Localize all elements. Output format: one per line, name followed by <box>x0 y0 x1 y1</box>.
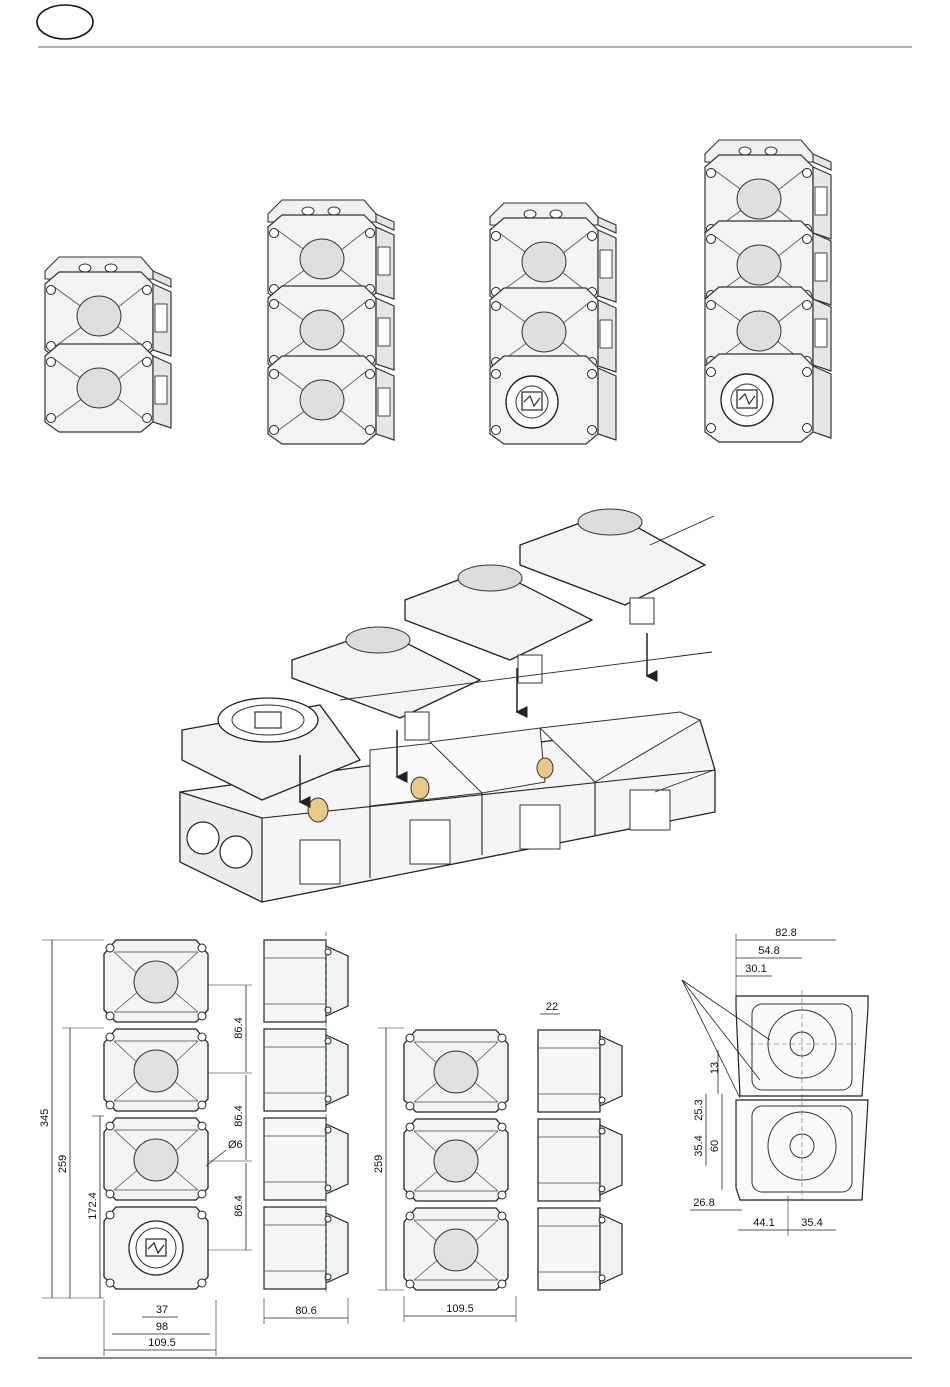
dim-three-height: 259 <box>373 1155 385 1173</box>
page-header <box>37 5 912 47</box>
dim-height-total: 345 <box>39 1109 51 1127</box>
dim-mount-60: 60 <box>709 1140 721 1152</box>
dim-mount-35-4-v: 35.4 <box>693 1135 705 1156</box>
dim-mount-25-3: 25.3 <box>693 1099 705 1120</box>
variant-two-lens <box>45 257 171 432</box>
dim-base-inner: 37 <box>156 1304 168 1316</box>
dim-mount-13: 13 <box>709 1062 721 1074</box>
dim-mount-44-1: 44.1 <box>753 1217 774 1229</box>
dim-base-width: 109.5 <box>148 1337 176 1349</box>
side-view-four-module: 80.6 <box>264 932 348 1324</box>
front-view-three-module: 259 109.5 <box>373 1028 516 1322</box>
variant-three-lens-sounder <box>705 140 831 442</box>
variant-two-lens-sounder <box>490 203 616 444</box>
dim-mount-35-4-h: 35.4 <box>801 1217 822 1229</box>
dim-mount-mid-width: 54.8 <box>758 945 779 957</box>
dim-top-offset: 22 <box>546 1001 558 1013</box>
front-view-four-module: 345 259 172.4 86.4 86.4 86.4 Ø6 37 98 10… <box>39 940 252 1356</box>
dim-base-mid: 98 <box>156 1321 168 1333</box>
exploded-assembly <box>180 509 715 902</box>
mounting-plan: 82.8 54.8 30.1 13 25.3 35.4 60 26.8 44.1… <box>682 927 868 1236</box>
variant-three-lens <box>268 200 394 444</box>
dim-side-depth: 80.6 <box>295 1305 316 1317</box>
dim-module-2: 86.4 <box>233 1105 245 1126</box>
dim-mount-small-width: 30.1 <box>745 963 766 975</box>
dim-three-base-width: 109.5 <box>446 1303 474 1315</box>
dim-height-three: 259 <box>57 1155 69 1173</box>
dim-mount-total-width: 82.8 <box>775 927 796 939</box>
dim-mount-26-8: 26.8 <box>693 1197 714 1209</box>
dim-height-two: 172.4 <box>87 1192 99 1220</box>
language-badge <box>37 5 93 39</box>
dim-hole-diameter: Ø6 <box>228 1139 243 1151</box>
side-view-three-module: 22 <box>538 1001 622 1290</box>
dim-module-1: 86.4 <box>233 1017 245 1038</box>
dim-module-3: 86.4 <box>233 1195 245 1216</box>
